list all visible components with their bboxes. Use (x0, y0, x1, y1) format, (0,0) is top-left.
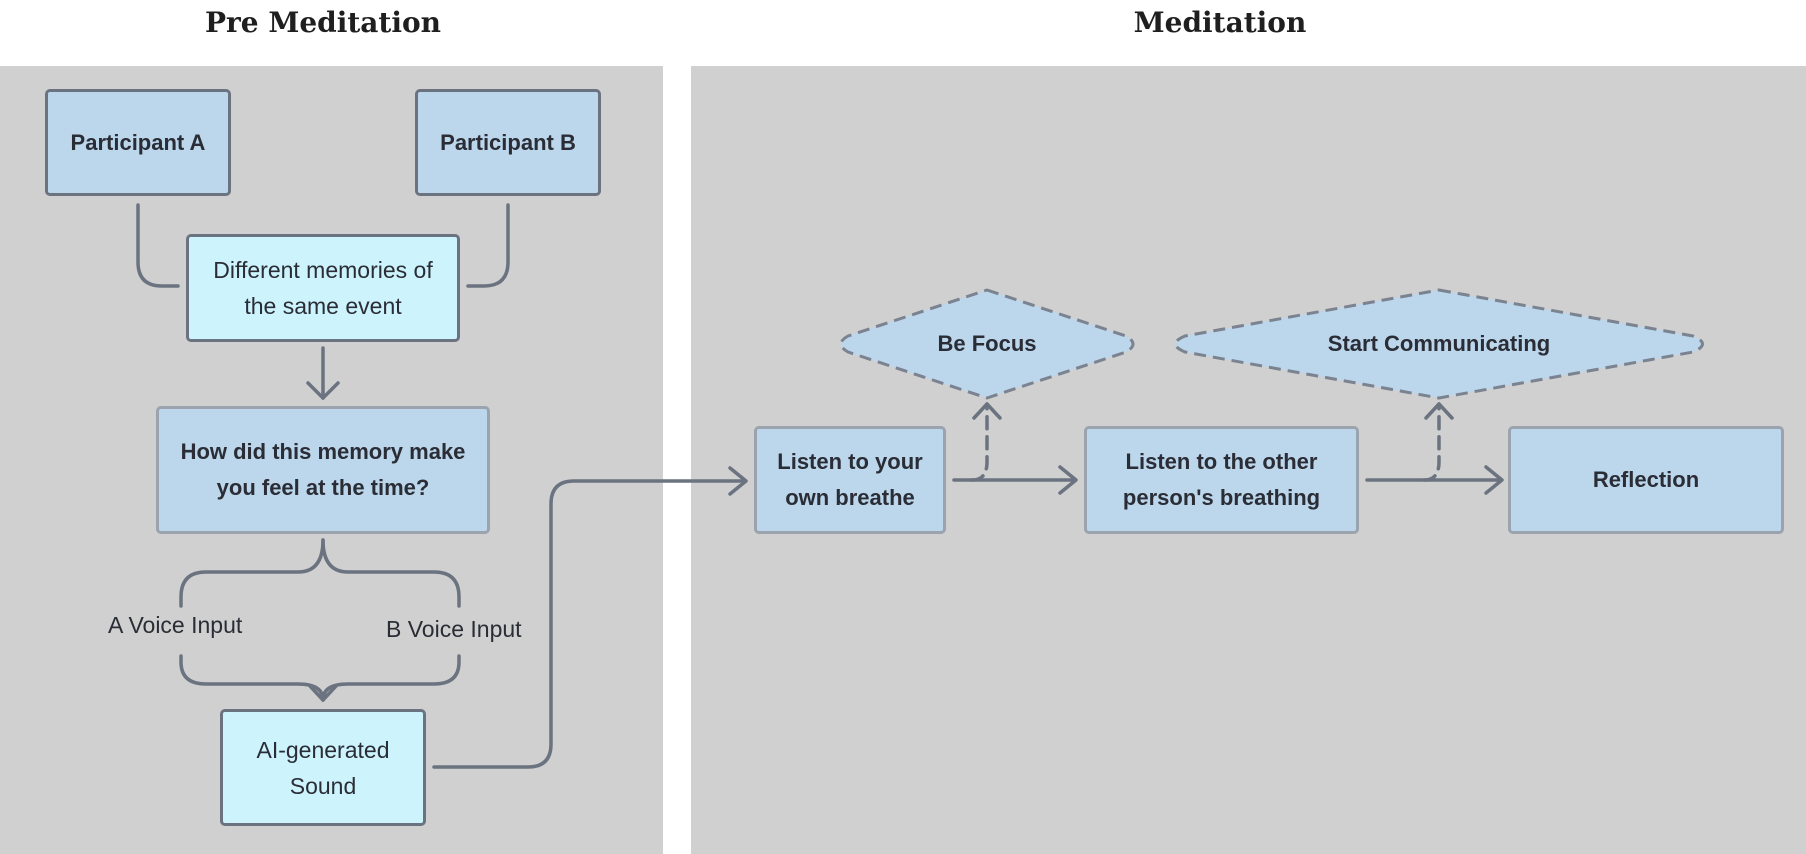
ai-generated-sound-node: AI-generated Sound (220, 709, 426, 826)
edge-a-to-memories (136, 203, 180, 288)
listen-other-breathing-node: Listen to the other person's breathing (1084, 426, 1359, 534)
arrowhead-listen-other (1058, 465, 1078, 495)
memory-question-node: How did this memory make you feel at the… (156, 406, 490, 534)
edge-b-to-memories (466, 203, 510, 288)
arrowhead-reflection (1484, 465, 1504, 495)
decision-start-communicating-label: Start Communicating (1327, 331, 1551, 356)
edge-to-be-focus (970, 402, 989, 482)
reflection-node: Reflection (1508, 426, 1784, 534)
arrowhead-ai-sound (308, 684, 338, 702)
brace-voice-split-right (321, 538, 461, 608)
arrowhead-question (306, 381, 340, 400)
meditation-title: Meditation (1133, 6, 1307, 39)
arrowhead-start-communicating (1424, 402, 1454, 420)
brace-voice-merge-right (321, 654, 461, 702)
decision-be-focus-shape (839, 288, 1135, 400)
different-memories-node: Different memories of the same event (186, 234, 460, 342)
b-voice-input-label: B Voice Input (386, 616, 522, 642)
edge-sound-to-listen-own (432, 479, 746, 769)
decision-start-communicating-shape (1174, 288, 1704, 400)
listen-own-breathe-node: Listen to your own breathe (754, 426, 946, 534)
arrowhead-listen-own (728, 466, 748, 496)
brace-voice-merge (179, 654, 325, 702)
pre-meditation-title: Pre Meditation (204, 6, 442, 39)
brace-voice-split (179, 538, 325, 608)
arrowhead-be-focus (972, 402, 1002, 420)
a-voice-input-label: A Voice Input (108, 612, 243, 638)
edge-to-start-communicating (1422, 402, 1441, 482)
participant-a-node: Participant A (45, 89, 231, 196)
decision-be-focus-label: Be Focus (937, 331, 1037, 356)
participant-b-node: Participant B (415, 89, 601, 196)
